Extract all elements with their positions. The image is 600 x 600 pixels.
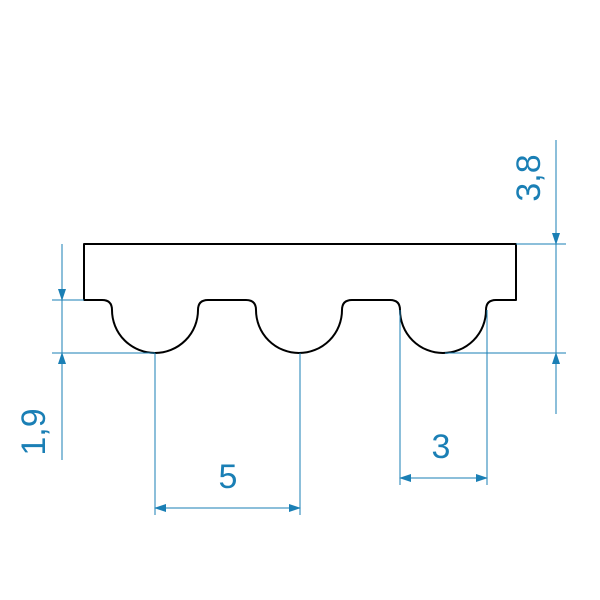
dimension-label-total-height: 3,8 [510, 154, 548, 201]
extension-lines [52, 243, 566, 515]
dimension-tooth-width: 3 [399, 428, 488, 482]
dimension-label-tooth-depth: 1,9 [15, 408, 53, 455]
belt-profile-outline [83, 243, 517, 354]
dimension-pitch: 5 [154, 458, 301, 512]
dimension-total-height: 3,8 [510, 140, 560, 414]
dimension-label-pitch: 5 [219, 458, 238, 496]
dimension-tooth-depth: 1,9 [15, 244, 66, 460]
dimension-label-tooth-width: 3 [432, 428, 451, 466]
